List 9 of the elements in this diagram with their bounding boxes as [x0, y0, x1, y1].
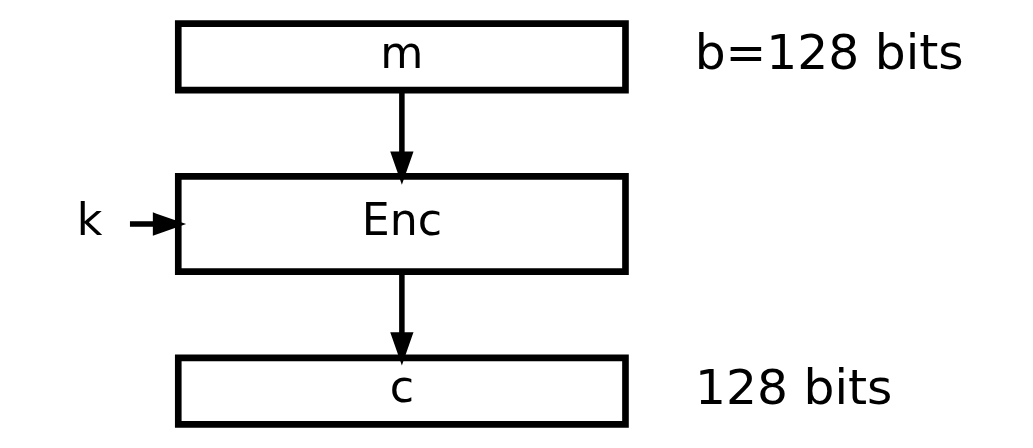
node-label: 128 bits [694, 358, 892, 415]
node-label: b=128 bits [694, 24, 964, 81]
node-text: k [76, 194, 103, 246]
node-box: m [174, 20, 629, 94]
arrow [129, 212, 186, 236]
node-box: Enc [174, 173, 629, 275]
arrow [389, 272, 413, 366]
node-box: c [174, 354, 629, 428]
arrow [389, 90, 413, 185]
